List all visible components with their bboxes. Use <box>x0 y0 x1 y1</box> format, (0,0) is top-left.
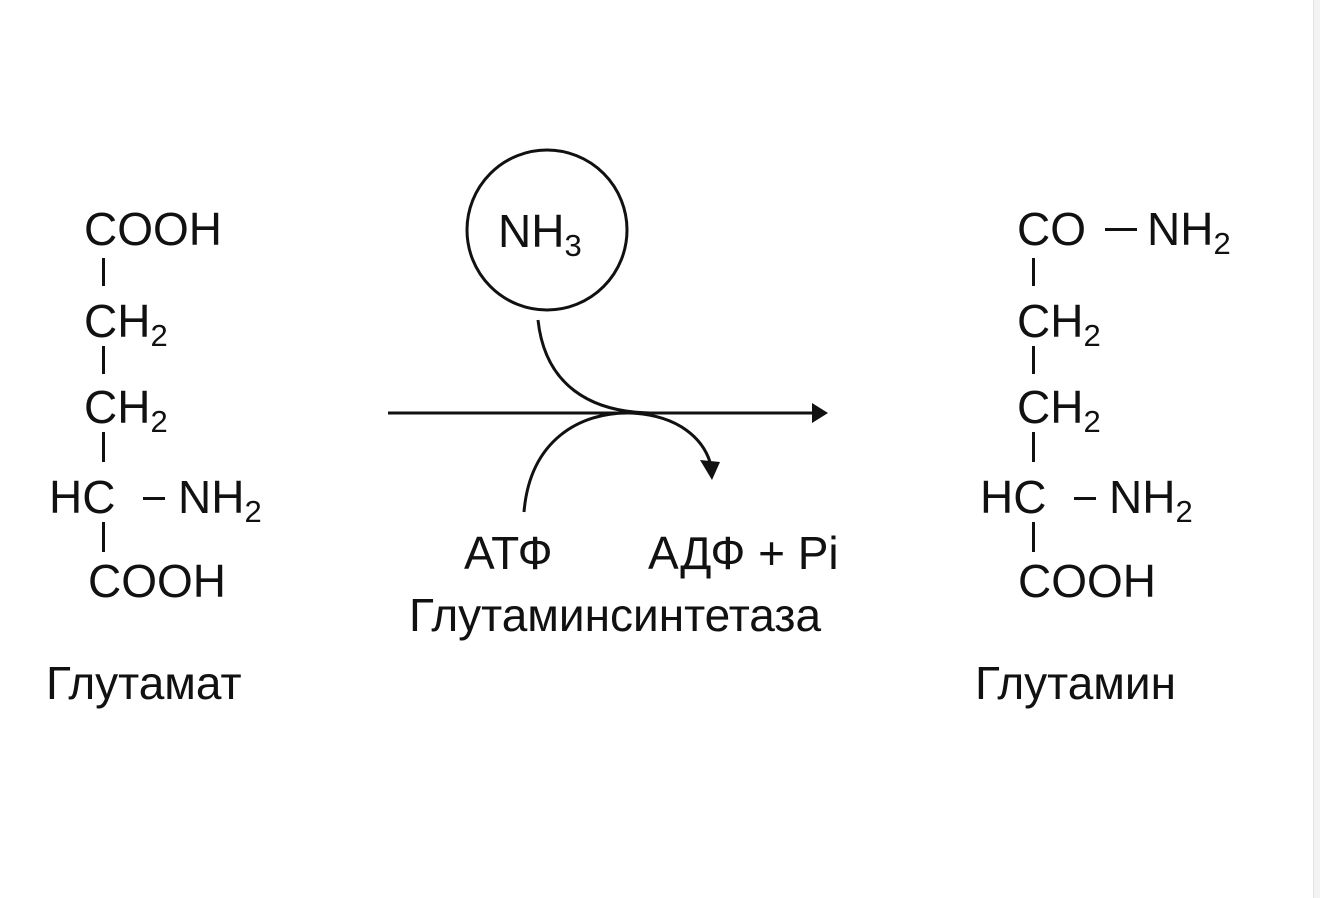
glutamate-ch2-b: CH2 <box>84 381 168 439</box>
glutamate-bond-4 <box>102 522 105 552</box>
glutamate-ch2-a: CH2 <box>84 295 168 353</box>
glutamine-amino-bond <box>1074 497 1096 500</box>
glutamine-bond-4 <box>1032 522 1035 552</box>
page-edge <box>1313 0 1320 898</box>
glutamine-ch2-b: CH2 <box>1017 381 1101 439</box>
glutamine-ch2-a: CH2 <box>1017 295 1101 353</box>
glutamate-bond-3 <box>102 432 105 462</box>
atp-adp-curve <box>522 411 712 513</box>
atp-label: АТФ <box>464 527 553 579</box>
glutamate-alpha-carbon: HC <box>49 471 116 523</box>
glutamate-bond-1 <box>102 258 105 286</box>
adp-arrow-head <box>700 460 720 480</box>
glutamate-label: Глутамат <box>46 657 242 709</box>
glutamate-amino-group: NH2 <box>178 471 262 529</box>
glutamine-alpha-carbon: HC <box>980 471 1047 523</box>
glutamine-label: Глутамин <box>975 657 1177 709</box>
ammonia-entry-curve <box>536 319 651 415</box>
ammonia-label: NH3 <box>498 205 582 263</box>
glutamate-bond-2 <box>102 346 105 374</box>
adp-pi-label: АДФ + Pi <box>648 527 839 579</box>
glutamine-bottom-cooh: COOH <box>1018 555 1156 607</box>
enzyme-label: Глутаминсинтетаза <box>409 589 822 641</box>
glutamine-amide-nh2: NH2 <box>1147 203 1231 261</box>
main-arrow-head <box>812 403 828 423</box>
ammonia-circle <box>465 148 629 312</box>
glutamine-carbonyl: CO <box>1017 203 1086 255</box>
glutamate-bottom-cooh: COOH <box>88 555 226 607</box>
glutamine-bond-2 <box>1032 346 1035 374</box>
glutamate-top-cooh: COOH <box>84 203 222 255</box>
glutamine-bond-3 <box>1032 432 1035 462</box>
glutamine-amide-bond <box>1105 228 1137 231</box>
glutamate-amino-bond <box>143 497 165 500</box>
glutamine-bond-1 <box>1032 258 1035 286</box>
glutamine-amino-group: NH2 <box>1109 471 1193 529</box>
